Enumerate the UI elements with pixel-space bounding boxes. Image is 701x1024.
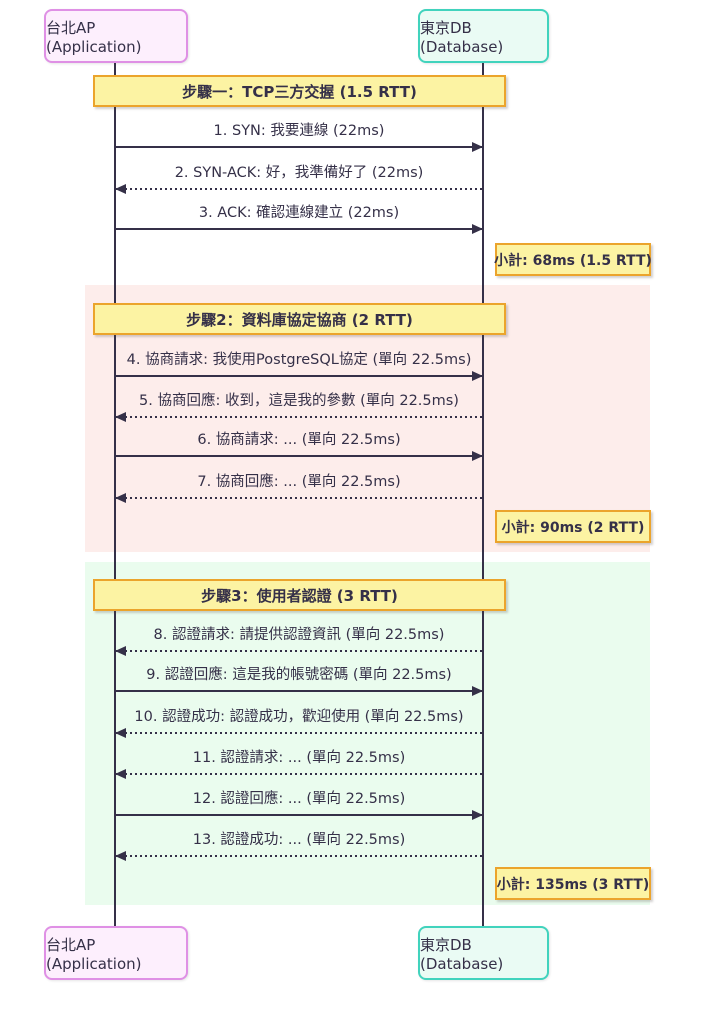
message-label: 1. SYN: 我要連線 (22ms)	[213, 123, 385, 139]
message-11-auth-request: 11. 認證請求: ... (單向 22.5ms)	[115, 748, 483, 779]
message-10-auth-success: 10. 認證成功: 認證成功，歡迎使用 (單向 22.5ms)	[115, 707, 483, 738]
message-1-syn: 1. SYN: 我要連線 (22ms)	[115, 121, 483, 152]
arrowhead-icon	[115, 493, 126, 503]
section1-title: 步驟一：TCP三方交握 (1.5 RTT)	[182, 82, 417, 101]
arrow-right	[115, 451, 483, 461]
section2-title: 步驟2：資料庫協定協商 (2 RTT)	[186, 310, 413, 329]
arrowhead-icon	[115, 184, 126, 194]
message-5-negotiate-response: 5. 協商回應: 收到，這是我的參數 (單向 22.5ms)	[115, 391, 483, 422]
arrow-left-dotted	[115, 728, 483, 738]
message-4-negotiate-request: 4. 協商請求: 我使用PostgreSQL協定 (單向 22.5ms)	[115, 350, 483, 381]
arrowhead-icon	[472, 451, 483, 461]
message-label: 2. SYN-ACK: 好，我準備好了 (22ms)	[174, 165, 424, 181]
section1-title-box: 步驟一：TCP三方交握 (1.5 RTT)	[93, 75, 506, 107]
actor-label: 東京DB (Database)	[420, 18, 504, 56]
actor-taipei-ap-bottom: 台北AP (Application)	[44, 926, 188, 980]
message-label: 12. 認證回應: ... (單向 22.5ms)	[192, 791, 406, 807]
message-label: 4. 協商請求: 我使用PostgreSQL協定 (單向 22.5ms)	[126, 352, 472, 368]
message-7-negotiate-response: 7. 協商回應: ... (單向 22.5ms)	[115, 472, 483, 503]
arrowhead-icon	[115, 646, 126, 656]
section3-title: 步驟3：使用者認證 (3 RTT)	[201, 586, 398, 605]
actor-tokyo-db-top: 東京DB (Database)	[418, 9, 549, 63]
subtotal-note-2: 小計: 90ms (2 RTT)	[495, 510, 651, 543]
message-2-syn-ack: 2. SYN-ACK: 好，我準備好了 (22ms)	[115, 163, 483, 194]
arrow-right	[115, 224, 483, 234]
arrow-left-dotted	[115, 851, 483, 861]
subtotal-note-1: 小計: 68ms (1.5 RTT)	[494, 243, 652, 276]
actor-label: 東京DB (Database)	[420, 935, 504, 973]
message-label: 13. 認證成功: ... (單向 22.5ms)	[192, 832, 406, 848]
message-6-negotiate-request: 6. 協商請求: ... (單向 22.5ms)	[115, 430, 483, 461]
lifeline-tokyo-db	[482, 63, 484, 926]
arrow-left-dotted	[115, 493, 483, 503]
arrow-left-dotted	[115, 412, 483, 422]
actor-label: 台北AP (Application)	[46, 18, 142, 56]
message-label: 10. 認證成功: 認證成功，歡迎使用 (單向 22.5ms)	[134, 709, 464, 725]
message-label: 11. 認證請求: ... (單向 22.5ms)	[192, 750, 406, 766]
arrow-left-dotted	[115, 769, 483, 779]
message-label: 7. 協商回應: ... (單向 22.5ms)	[197, 474, 401, 490]
subtotal-text: 小計: 90ms (2 RTT)	[501, 519, 645, 536]
actor-label: 台北AP (Application)	[46, 935, 142, 973]
arrowhead-icon	[115, 769, 126, 779]
arrow-right	[115, 686, 483, 696]
message-13-auth-success: 13. 認證成功: ... (單向 22.5ms)	[115, 830, 483, 861]
arrow-right	[115, 810, 483, 820]
section2-title-box: 步驟2：資料庫協定協商 (2 RTT)	[93, 303, 506, 335]
actor-taipei-ap-top: 台北AP (Application)	[44, 9, 188, 63]
arrowhead-icon	[472, 686, 483, 696]
arrowhead-icon	[115, 851, 126, 861]
subtotal-text: 小計: 68ms (1.5 RTT)	[494, 252, 652, 269]
message-label: 9. 認證回應: 這是我的帳號密碼 (單向 22.5ms)	[146, 667, 452, 683]
arrowhead-icon	[472, 810, 483, 820]
message-label: 5. 協商回應: 收到，這是我的參數 (單向 22.5ms)	[139, 393, 459, 409]
message-3-ack: 3. ACK: 確認連線建立 (22ms)	[115, 203, 483, 234]
section3-title-box: 步驟3：使用者認證 (3 RTT)	[93, 579, 506, 611]
message-8-auth-request: 8. 認證請求: 請提供認證資訊 (單向 22.5ms)	[115, 625, 483, 656]
arrow-right	[115, 142, 483, 152]
arrowhead-icon	[472, 142, 483, 152]
message-12-auth-response: 12. 認證回應: ... (單向 22.5ms)	[115, 789, 483, 820]
arrowhead-icon	[115, 728, 126, 738]
message-label: 8. 認證請求: 請提供認證資訊 (單向 22.5ms)	[153, 627, 445, 643]
actor-tokyo-db-bottom: 東京DB (Database)	[418, 926, 549, 980]
arrowhead-icon	[472, 224, 483, 234]
arrowhead-icon	[115, 412, 126, 422]
message-label: 6. 協商請求: ... (單向 22.5ms)	[197, 432, 401, 448]
message-label: 3. ACK: 確認連線建立 (22ms)	[198, 205, 400, 221]
message-9-auth-response: 9. 認證回應: 這是我的帳號密碼 (單向 22.5ms)	[115, 665, 483, 696]
arrow-left-dotted	[115, 184, 483, 194]
subtotal-note-3: 小計: 135ms (3 RTT)	[495, 867, 651, 900]
arrow-right	[115, 371, 483, 381]
arrowhead-icon	[472, 371, 483, 381]
subtotal-text: 小計: 135ms (3 RTT)	[496, 876, 650, 893]
arrow-left-dotted	[115, 646, 483, 656]
